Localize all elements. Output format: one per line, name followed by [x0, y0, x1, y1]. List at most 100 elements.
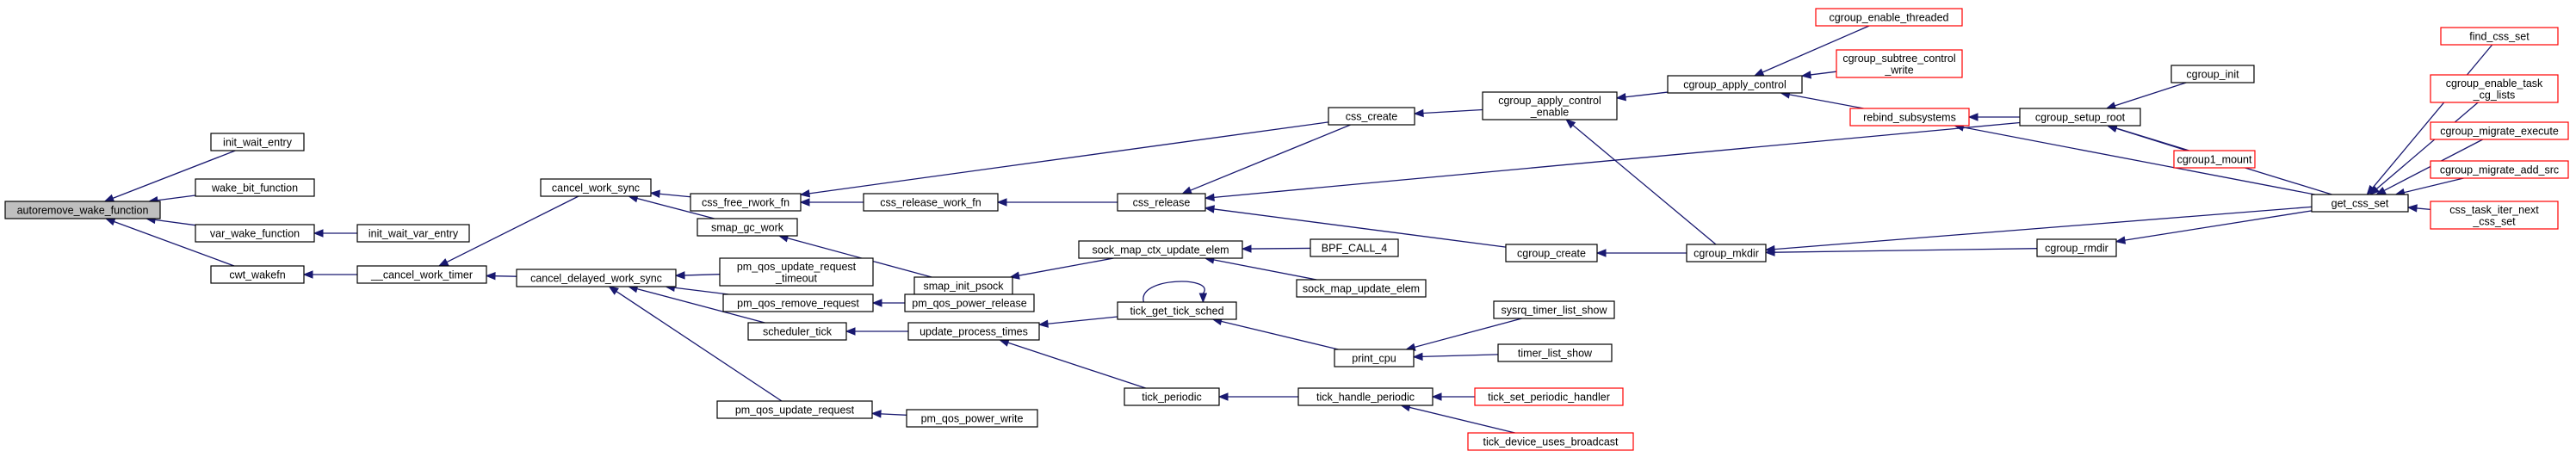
function-node-init-wait-var-entry[interactable]: init_wait_var_entry: [356, 224, 470, 243]
function-node-cgroup-enable-threaded[interactable]: cgroup_enable_threaded: [1815, 8, 1963, 27]
node-label: tick_get_tick_sched: [1130, 306, 1223, 318]
call-edge: [608, 286, 783, 402]
edge-line: [1810, 71, 1837, 76]
node-box: [1297, 387, 1434, 406]
function-node-smap-gc-work[interactable]: smap_gc_work: [697, 218, 798, 237]
function-node-cgroup-enable-task-cg-lists[interactable]: cgroup_enable_task_cg_lists: [2430, 74, 2559, 103]
function-node-tick-get-tick-sched[interactable]: tick_get_tick_sched: [1117, 301, 1237, 320]
edge-arrowhead: [1595, 249, 1607, 257]
function-node-wake-bit-function[interactable]: wake_bit_function: [195, 178, 315, 197]
call-edge: [2406, 204, 2431, 213]
function-node-pm-qos-update-request-timeout[interactable]: pm_qos_update_request_timeout: [719, 257, 874, 287]
function-node-cancel-delayed-work-sync[interactable]: cancel_delayed_work_sync: [516, 269, 677, 287]
function-node-pm-qos-remove-request[interactable]: pm_qos_remove_request: [722, 293, 874, 312]
edge-line: [1007, 342, 1146, 389]
node-box: [722, 293, 874, 312]
edge-arrowhead: [996, 198, 1007, 207]
function-node-sysrq-timer-list-show[interactable]: sysrq_timer_list_show: [1493, 300, 1615, 319]
call-edge: [1780, 90, 1864, 109]
node-box: [1467, 432, 1634, 451]
call-edge: [1241, 244, 1311, 253]
function-node-cwt-wakefn[interactable]: cwt_wakefn: [210, 265, 305, 284]
edge-line: [112, 150, 236, 199]
edge-arrowhead: [870, 410, 882, 418]
function-node-tick-set-periodic-handler[interactable]: tick_set_periodic_handler: [1474, 387, 1624, 406]
node-label: init_wait_entry: [223, 137, 293, 149]
node-label: scheduler_tick: [763, 326, 833, 338]
function-node-smap-init-psock[interactable]: smap_init_psock: [913, 276, 1013, 295]
function-node-cgroup1-mount[interactable]: cgroup1_mount: [2173, 150, 2256, 169]
node-label: cgroup_apply_control: [1683, 79, 1786, 91]
function-node-cgroup-create[interactable]: cgroup_create: [1505, 244, 1598, 262]
node-label: cgroup_enable_task: [2446, 77, 2543, 90]
function-node-tick-handle-periodic[interactable]: tick_handle_periodic: [1297, 387, 1434, 406]
node-label: BPF_CALL_4: [1322, 243, 1387, 255]
function-node-cancel-work-timer[interactable]: __cancel_work_timer: [356, 265, 487, 284]
function-node-rebind-subsystems[interactable]: rebind_subsystems: [1849, 108, 1970, 127]
edge-line: [674, 287, 729, 295]
edge-line: [1625, 91, 1669, 98]
function-node-cgroup-init[interactable]: cgroup_init: [2170, 65, 2255, 83]
node-box: [210, 265, 305, 284]
node-box: [690, 193, 802, 212]
function-node-cgroup-mkdir[interactable]: cgroup_mkdir: [1686, 244, 1767, 262]
edge-line: [157, 195, 196, 201]
function-node-autoremove-wake-function[interactable]: autoremove_wake_function: [4, 201, 161, 219]
function-node-timer-list-show[interactable]: timer_list_show: [1497, 343, 1613, 362]
function-node-cgroup-setup-root[interactable]: cgroup_setup_root: [2019, 108, 2141, 127]
edge-line: [1421, 354, 1499, 358]
node-label: cgroup1_mount: [2177, 154, 2252, 166]
edge-line: [616, 290, 783, 402]
function-node-print-cpu[interactable]: print_cpu: [1334, 349, 1415, 367]
function-node-cancel-work-sync[interactable]: cancel_work_sync: [540, 178, 652, 197]
function-node-css-release-work-fn[interactable]: css_release_work_fn: [863, 193, 999, 212]
call-edge: [1204, 121, 2021, 202]
node-box: [195, 224, 315, 243]
node-box: [1482, 91, 1618, 120]
function-node-pm-qos-power-release[interactable]: pm_qos_power_release: [904, 293, 1035, 312]
function-node-tick-device-uses-broadcast[interactable]: tick_device_uses_broadcast: [1467, 432, 1634, 451]
function-node-css-release[interactable]: css_release: [1117, 193, 1206, 212]
function-node-cgroup-migrate-execute[interactable]: cgroup_migrate_execute: [2430, 121, 2569, 140]
function-node-cgroup-apply-control-enable[interactable]: cgroup_apply_control_enable: [1482, 91, 1618, 120]
edge-line: [1213, 208, 1507, 248]
edge-line: [1789, 94, 1864, 109]
edge-arrowhead: [1431, 392, 1442, 401]
node-label: cancel_delayed_work_sync: [530, 273, 662, 285]
edge-arrowhead: [1037, 319, 1049, 328]
node-label: css_release_work_fn: [880, 197, 981, 209]
edge-line: [1414, 318, 1522, 349]
edge-arrowhead: [1753, 68, 1765, 77]
function-node-scheduler-tick[interactable]: scheduler_tick: [747, 322, 847, 341]
function-node-find-css-set[interactable]: find_css_set: [2440, 27, 2559, 46]
node-box: [2170, 65, 2255, 83]
node-box: [1474, 387, 1624, 406]
edge-line: [2416, 207, 2431, 211]
function-node-sock-map-update-elem[interactable]: sock_map_update_elem: [1296, 279, 1427, 298]
function-node-cgroup-apply-control[interactable]: cgroup_apply_control: [1667, 75, 1803, 94]
function-node-BPF-CALL-4[interactable]: BPF_CALL_4: [1310, 238, 1399, 257]
function-node-cgroup-migrate-add-src[interactable]: cgroup_migrate_add_src: [2430, 160, 2569, 179]
function-node-init-wait-entry[interactable]: init_wait_entry: [210, 133, 305, 151]
edge-arrowhead: [799, 198, 810, 207]
function-node-css-free-rwork-fn[interactable]: css_free_rwork_fn: [690, 193, 802, 212]
edge-line: [1762, 25, 1870, 73]
edge-line: [1221, 320, 1339, 350]
edge-arrowhead: [1204, 193, 1215, 202]
function-node-tick-periodic[interactable]: tick_periodic: [1124, 387, 1220, 406]
function-node-pm-qos-update-request[interactable]: pm_qos_update_request: [716, 400, 873, 419]
function-node-sock-map-ctx-update-elem[interactable]: sock_map_ctx_update_elem: [1078, 240, 1243, 259]
node-box: [1124, 387, 1220, 406]
call-edge: [104, 218, 235, 267]
function-node-update-process-times[interactable]: update_process_times: [907, 322, 1040, 341]
function-node-var-wake-function[interactable]: var_wake_function: [195, 224, 315, 243]
function-node-get-css-set[interactable]: get_css_set: [2311, 194, 2409, 213]
function-node-cgroup-rmdir[interactable]: cgroup_rmdir: [2036, 238, 2117, 257]
function-node-css-create[interactable]: css_create: [1328, 107, 1415, 126]
node-box: [195, 178, 315, 197]
function-node-cgroup-subtree-control-write[interactable]: cgroup_subtree_control_write: [1836, 49, 1963, 78]
node-box: [1815, 8, 1963, 27]
function-node-pm-qos-power-write[interactable]: pm_qos_power_write: [906, 409, 1038, 428]
node-label: _timeout: [775, 272, 817, 284]
function-node-css-task-iter-next-css-set[interactable]: css_task_iter_next_css_set: [2430, 201, 2559, 230]
